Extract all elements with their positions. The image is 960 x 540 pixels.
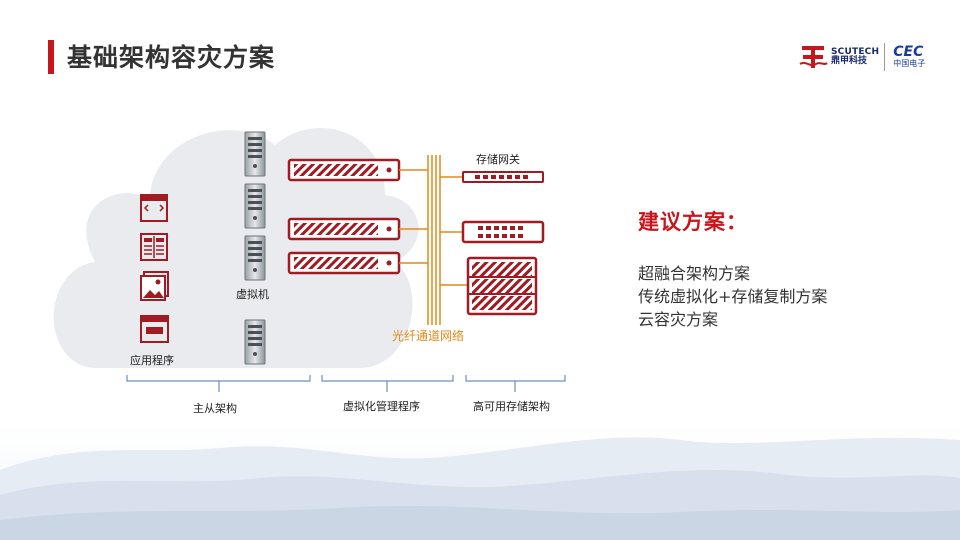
logo-partner-en: CEC <box>893 44 924 61</box>
vm-server-2 <box>244 183 266 229</box>
image-icon <box>140 271 169 301</box>
recommendation-item: 超融合架构方案 <box>638 264 751 283</box>
group-label-hypervisor: 虚拟化管理程序 <box>343 400 420 413</box>
group-label-master-slave: 主从架构 <box>193 402 237 415</box>
title-accent-bar <box>48 40 54 74</box>
hypervisor-server-1 <box>287 158 401 182</box>
vm-server-4 <box>244 319 266 365</box>
vm-label: 虚拟机 <box>236 288 269 301</box>
recommendation-item: 传统虚拟化+存储复制方案 <box>638 287 828 306</box>
logo-divider <box>884 43 886 71</box>
storage-array-cabinet <box>466 256 538 316</box>
company-logo: SCUTECH 鼎甲科技 CEC 中国电子 <box>798 40 925 74</box>
gateway-label: 存储网关 <box>476 153 520 166</box>
recommendation-item: 云容灾方案 <box>638 310 719 329</box>
storage-switch-device <box>461 220 545 244</box>
storage-gateway-device <box>462 171 544 183</box>
logo-company-cn: 鼎甲科技 <box>831 56 868 66</box>
fiber-channel-network <box>399 155 468 325</box>
recommendation-title: 建议方案： <box>638 209 748 234</box>
recommendation-list: 超融合架构方案 传统虚拟化+存储复制方案 云容灾方案 <box>638 262 827 331</box>
hypervisor-server-3 <box>287 251 401 275</box>
logo-company-en: SCUTECH <box>831 46 880 57</box>
hypervisor-server-2 <box>287 217 401 241</box>
vm-server-3 <box>244 235 266 281</box>
vm-server-1 <box>244 131 266 177</box>
scutech-logo-mark-icon <box>799 46 828 68</box>
app-label: 应用程序 <box>130 354 174 367</box>
group-label-ha-storage: 高可用存储架构 <box>473 400 550 413</box>
group-brackets <box>126 375 566 392</box>
browser-window-icon <box>140 194 168 222</box>
card-icon <box>140 315 169 343</box>
page-title: 基础架构容灾方案 <box>67 43 276 72</box>
logo-partner-cn: 中国电子 <box>893 59 926 69</box>
cloud-shape <box>53 127 419 368</box>
document-columns-icon <box>140 233 168 261</box>
fiber-network-label: 光纤通道网络 <box>392 329 465 343</box>
